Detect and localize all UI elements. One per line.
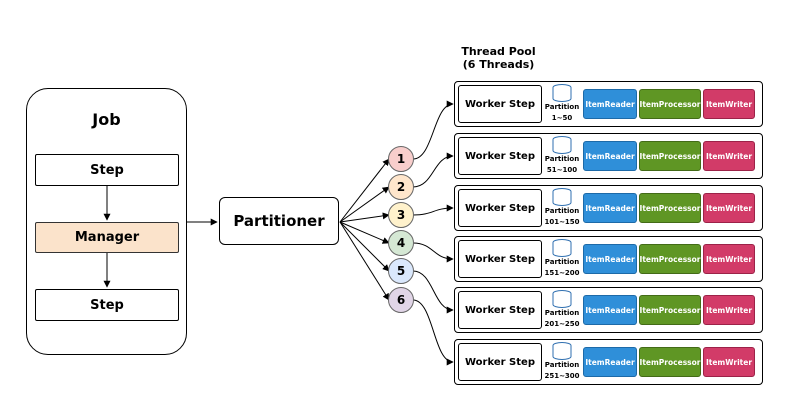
- item-writer: ItemWriter: [703, 244, 755, 274]
- database-icon: [552, 342, 572, 360]
- edge-partitioner-to-thread-6: [339, 221, 390, 301]
- partition-block: Partition 1~50: [542, 82, 582, 126]
- item-reader: ItemReader: [583, 89, 637, 119]
- item-writer: ItemWriter: [703, 141, 755, 171]
- item-processor: ItemProcessor: [639, 89, 701, 119]
- worker-step-box: Worker Step: [458, 291, 542, 329]
- worker-step-box: Worker Step: [458, 343, 542, 381]
- worker-row: Worker Step Partition 101~150 ItemReader…: [454, 185, 763, 231]
- partition-range: 1~50: [551, 114, 573, 122]
- item-reader: ItemReader: [583, 141, 637, 171]
- partition-range: 201~250: [544, 320, 580, 328]
- item-processor: ItemProcessor: [639, 244, 701, 274]
- database-icon: [552, 188, 572, 206]
- edge-thread-2-to-worker: [412, 152, 454, 188]
- database-icon: [552, 84, 572, 102]
- thread-circle-4: 4: [388, 230, 414, 256]
- edge-partitioner-to-thread-3: [339, 212, 390, 223]
- partition-label: Partition: [544, 155, 580, 163]
- item-processor: ItemProcessor: [639, 347, 701, 377]
- database-icon: [552, 136, 572, 154]
- partition-block: Partition 101~150: [542, 186, 582, 230]
- partition-range: 51~100: [546, 166, 578, 174]
- worker-row: Worker Step Partition 201~250 ItemReader…: [454, 287, 763, 333]
- edge-partitioner-to-thread-2: [339, 186, 390, 223]
- item-reader: ItemReader: [583, 347, 637, 377]
- partitioner-box: Partitioner: [219, 197, 339, 245]
- edge-partitioner-to-thread-5: [339, 221, 390, 272]
- job-title: Job: [92, 110, 121, 129]
- worker-step-box: Worker Step: [458, 85, 542, 123]
- item-reader: ItemReader: [583, 244, 637, 274]
- item-writer: ItemWriter: [703, 347, 755, 377]
- edge-thread-4-to-worker: [412, 242, 454, 263]
- partition-block: Partition 201~250: [542, 288, 582, 332]
- partition-label: Partition: [544, 258, 580, 266]
- edge-thread-5-to-worker: [412, 270, 454, 314]
- partition-block: Partition 151~200: [542, 237, 582, 281]
- job-step-bottom: Step: [35, 289, 179, 321]
- partition-label: Partition: [544, 103, 580, 111]
- job-step-top: Step: [35, 154, 179, 186]
- thread-circle-6: 6: [388, 287, 414, 313]
- partition-block: Partition 51~100: [542, 134, 582, 178]
- partition-label: Partition: [544, 309, 580, 317]
- partition-label: Partition: [544, 361, 580, 369]
- worker-step-box: Worker Step: [458, 189, 542, 227]
- worker-step-box: Worker Step: [458, 137, 542, 175]
- database-icon: [552, 290, 572, 308]
- item-processor: ItemProcessor: [639, 141, 701, 171]
- edge-partitioner-to-thread-4: [339, 221, 390, 244]
- edge-partitioner-to-thread-1: [339, 158, 390, 223]
- thread-circle-2: 2: [388, 174, 414, 200]
- worker-step-box: Worker Step: [458, 240, 542, 278]
- thread-pool-label-line1: Thread Pool: [461, 45, 536, 58]
- partitioner-fan-edges: [339, 158, 390, 301]
- item-writer: ItemWriter: [703, 295, 755, 325]
- edge-thread-3-to-worker: [412, 204, 454, 216]
- item-writer: ItemWriter: [703, 89, 755, 119]
- item-reader: ItemReader: [583, 193, 637, 223]
- thread-to-worker-edges: [412, 100, 454, 366]
- item-processor: ItemProcessor: [639, 295, 701, 325]
- worker-row: Worker Step Partition 1~50 ItemReader It…: [454, 81, 763, 127]
- job-container: [26, 88, 187, 355]
- partition-range: 251~300: [544, 372, 580, 380]
- thread-circle-3: 3: [388, 202, 414, 228]
- edge-thread-6-to-worker: [412, 299, 454, 366]
- thread-pool-label-line2: (6 Threads): [462, 58, 535, 71]
- worker-row: Worker Step Partition 151~200 ItemReader…: [454, 236, 763, 282]
- partition-block: Partition 251~300: [542, 340, 582, 384]
- item-reader: ItemReader: [583, 295, 637, 325]
- item-writer: ItemWriter: [703, 193, 755, 223]
- thread-circle-1: 1: [388, 146, 414, 172]
- worker-row: Worker Step Partition 51~100 ItemReader …: [454, 133, 763, 179]
- partition-range: 101~150: [544, 218, 580, 226]
- worker-row: Worker Step Partition 251~300 ItemReader…: [454, 339, 763, 385]
- thread-circle-5: 5: [388, 258, 414, 284]
- item-processor: ItemProcessor: [639, 193, 701, 223]
- partition-range: 151~200: [544, 269, 580, 277]
- database-icon: [552, 239, 572, 257]
- partition-label: Partition: [544, 207, 580, 215]
- manager-box: Manager: [35, 222, 179, 253]
- edge-thread-1-to-worker: [412, 100, 454, 160]
